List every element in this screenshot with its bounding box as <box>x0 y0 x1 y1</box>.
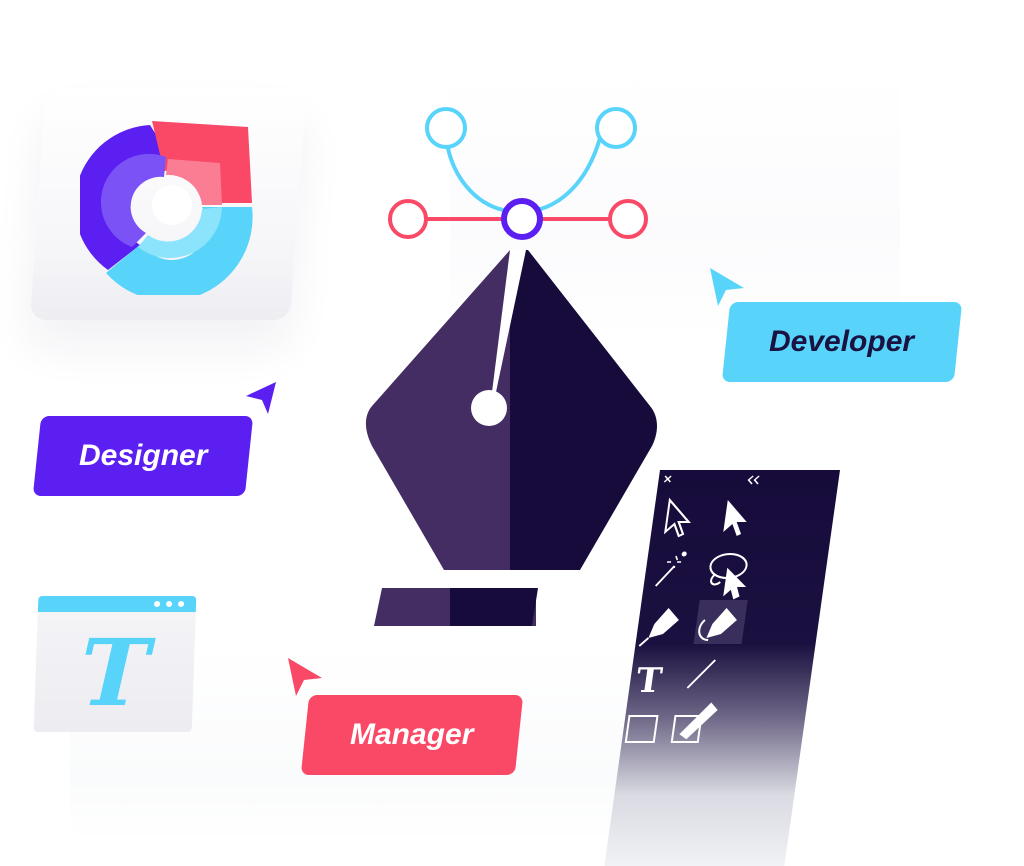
type-tool-icon[interactable]: T <box>634 661 665 701</box>
nib-hole <box>471 390 507 426</box>
pen-base-right <box>450 588 538 626</box>
designer-cursor-icon <box>246 382 276 414</box>
window-dot-icon <box>165 601 173 607</box>
manager-cursor-icon <box>288 658 322 696</box>
handle-node <box>595 107 637 149</box>
donut-chart-icon <box>80 121 253 295</box>
pen-tool-icon[interactable] <box>638 608 680 647</box>
pen-nib-right <box>510 250 657 570</box>
text-window: T <box>33 596 197 732</box>
designer-label: Designer <box>32 416 254 496</box>
developer-label-text: Developer <box>769 325 915 358</box>
manager-label: Manager <box>300 695 524 775</box>
curvature-pen-icon[interactable] <box>698 608 739 641</box>
anchor-node <box>501 198 543 240</box>
window-dot-icon <box>177 601 185 607</box>
pen-base-left <box>374 588 458 626</box>
handle-node <box>388 199 428 239</box>
type-letter: T <box>78 619 151 727</box>
paintbrush-icon[interactable] <box>670 702 718 743</box>
direct-select-icon[interactable] <box>723 500 750 536</box>
window-dot-icon <box>153 601 161 607</box>
close-icon[interactable] <box>663 475 672 483</box>
select-arrow-icon[interactable] <box>663 497 692 538</box>
donut-hole <box>152 185 192 225</box>
purple-segment <box>80 125 170 270</box>
pen-nib-left <box>365 250 510 570</box>
pen-tool-illustration-icon <box>365 107 657 626</box>
tools-panel: T <box>604 470 840 866</box>
developer-cursor-icon <box>710 268 744 306</box>
lasso-icon[interactable] <box>706 553 748 600</box>
collapse-icon[interactable] <box>747 475 760 485</box>
manager-label-text: Manager <box>350 718 474 751</box>
handle-node <box>425 107 467 149</box>
line-tool-icon[interactable] <box>686 659 716 689</box>
rectangle-tool-icon[interactable] <box>624 715 659 743</box>
designer-label-text: Designer <box>78 439 208 472</box>
developer-label: Developer <box>721 302 963 382</box>
handle-node <box>608 199 648 239</box>
window-title-bar <box>37 596 197 612</box>
magic-wand-icon[interactable] <box>655 551 687 587</box>
